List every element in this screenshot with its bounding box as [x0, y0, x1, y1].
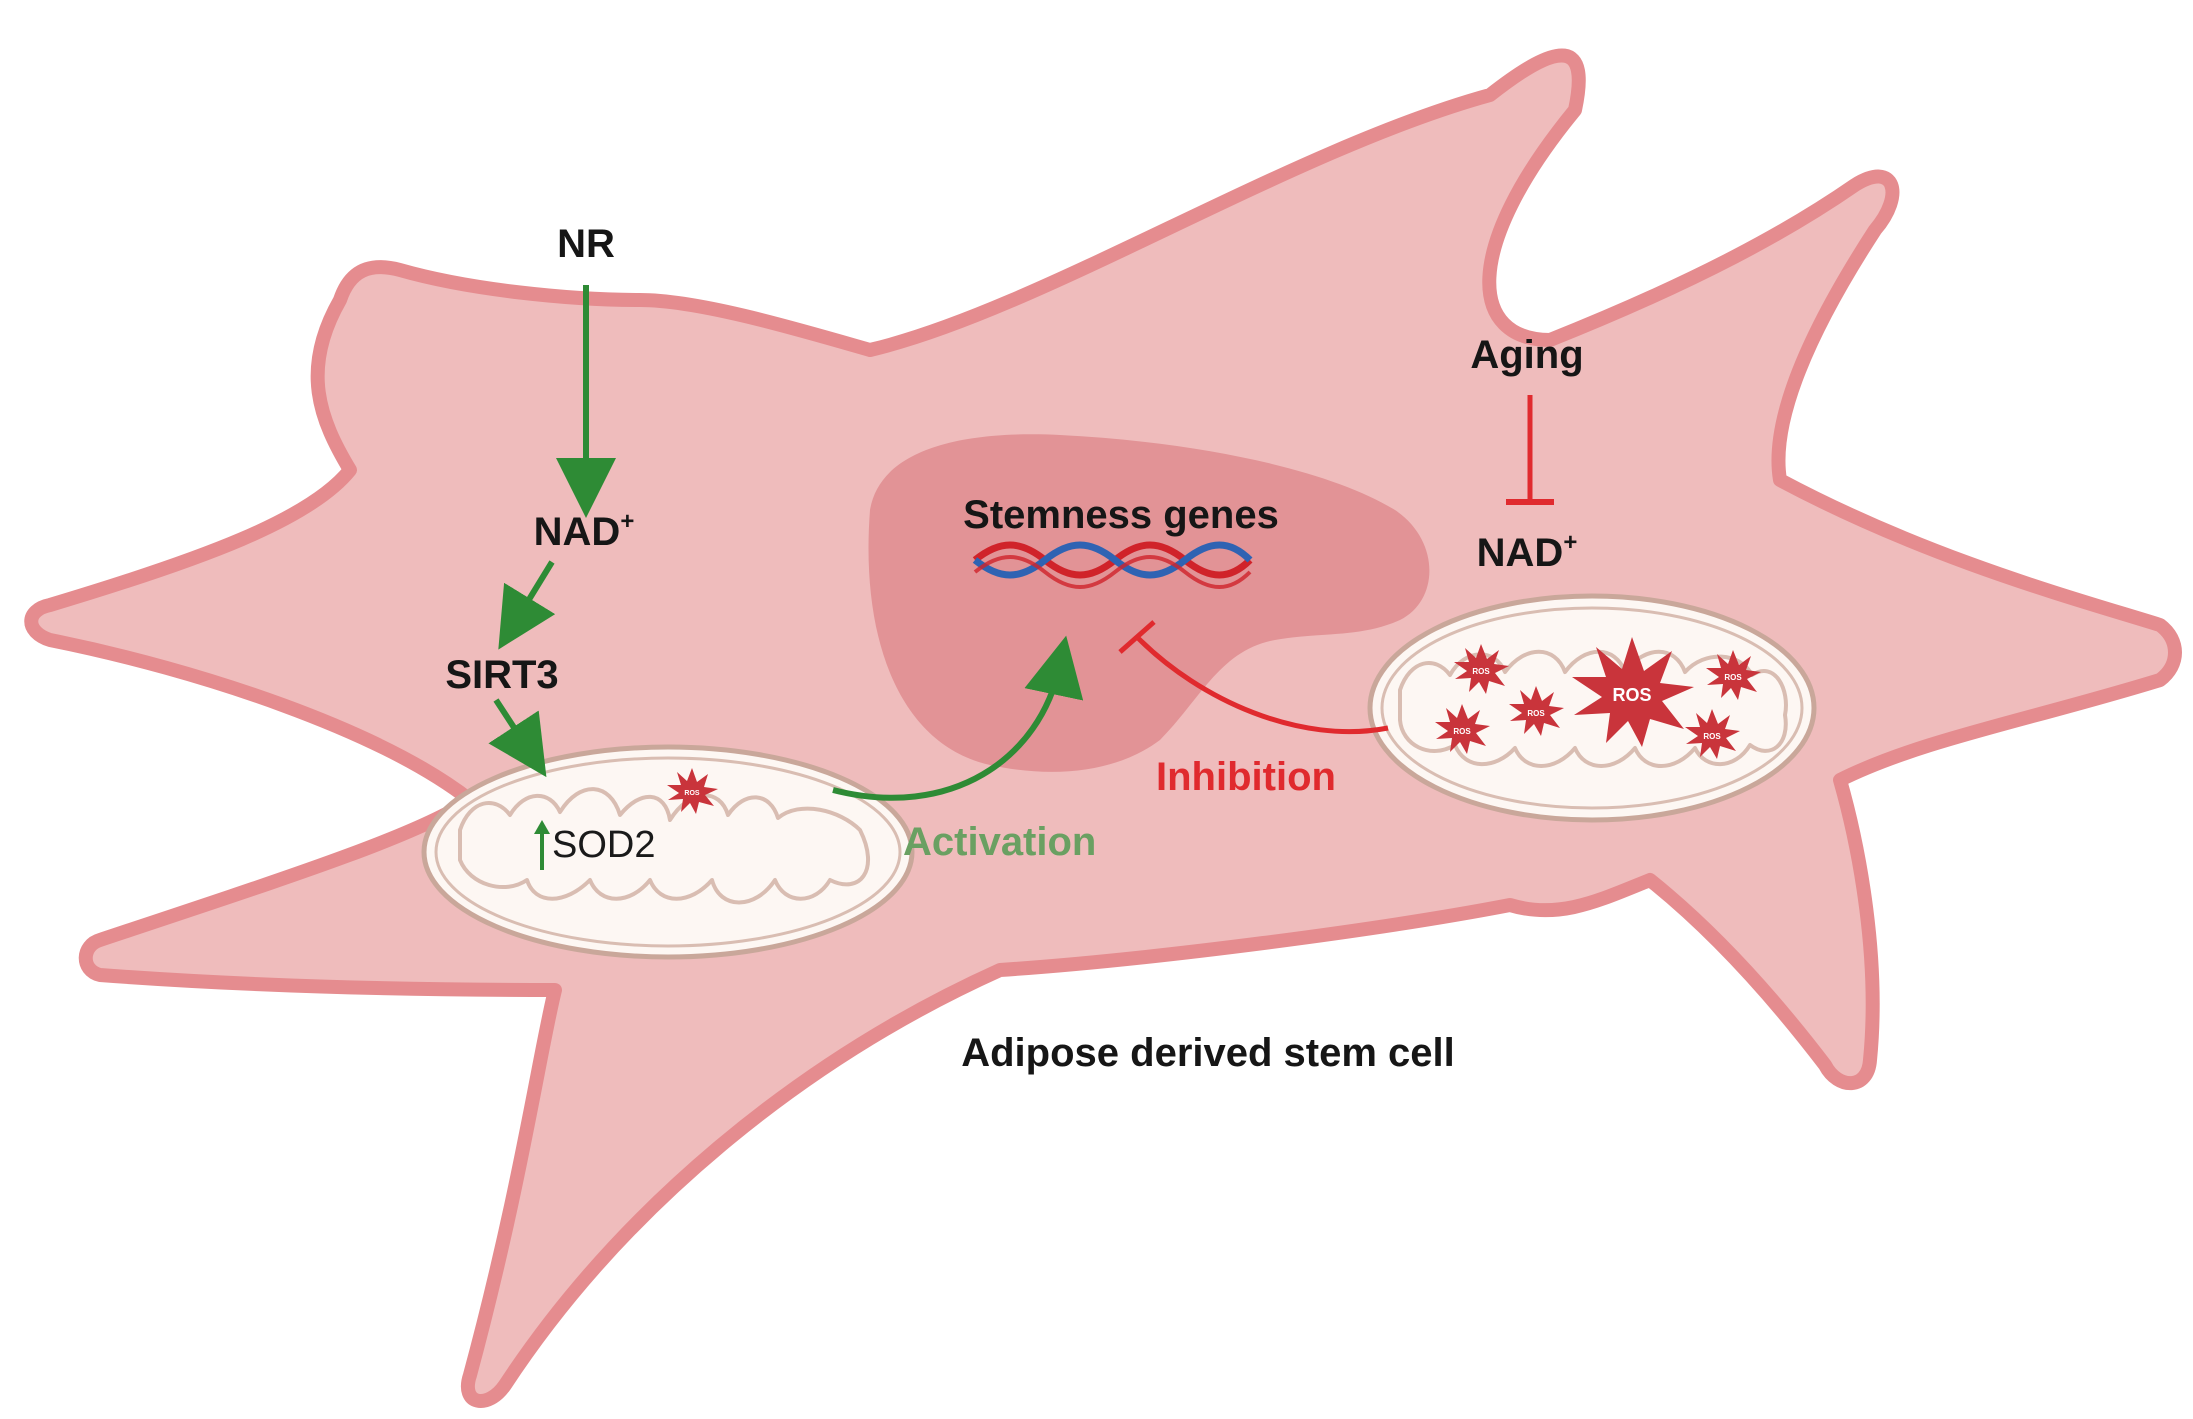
svg-text:ROS: ROS: [1724, 673, 1742, 682]
inhibition-bar: [1118, 620, 1156, 654]
ros-burst-icon: ROS: [1572, 637, 1694, 747]
healthy-mitochondrion: [421, 744, 915, 960]
nucleus: [868, 434, 1430, 772]
sirt3-to-mito-arrow: [488, 698, 547, 778]
ros-burst-icon: ROS: [1509, 686, 1564, 736]
inhibition-arrow: [1136, 636, 1389, 734]
nad-left-sup: +: [620, 508, 634, 535]
svg-text:ROS: ROS: [684, 790, 700, 797]
ros-burst-icon: ROS: [1706, 650, 1761, 700]
svg-text:ROS: ROS: [1703, 732, 1721, 741]
nad-left-text: NAD: [534, 510, 621, 554]
nr-label: NR: [557, 222, 615, 266]
svg-text:ROS: ROS: [1453, 727, 1471, 736]
svg-text:ROS: ROS: [1527, 709, 1545, 718]
activation-arrow: [832, 635, 1084, 801]
nad-to-sirt3-arrow: [498, 560, 556, 650]
svg-text:ROS: ROS: [1612, 685, 1651, 705]
ros-burst-icon: ROS: [667, 768, 718, 814]
nad-left-label: NAD+: [534, 508, 635, 554]
nad-right-sup: +: [1563, 529, 1577, 556]
sod2-label: SOD2: [552, 824, 655, 866]
svg-text:ROS: ROS: [1472, 667, 1490, 676]
aging-label: Aging: [1470, 333, 1583, 377]
up-arrow-head: [534, 820, 550, 834]
ros-burst-icon: ROS: [1685, 709, 1740, 759]
inhibition-label: Inhibition: [1156, 755, 1336, 799]
nad-right-text: NAD: [1477, 531, 1564, 575]
nad-right-label: NAD+: [1477, 529, 1578, 575]
ros-burst-icon: ROS: [1454, 644, 1509, 694]
cell-label: Adipose derived stem cell: [961, 1031, 1455, 1075]
dna-helix-icon: [972, 541, 1253, 589]
sirt3-label: SIRT3: [445, 653, 558, 697]
stemness-genes-label: Stemness genes: [963, 493, 1279, 537]
ros-burst-icon: ROS: [1435, 704, 1490, 754]
activation-label: Activation: [903, 820, 1096, 864]
